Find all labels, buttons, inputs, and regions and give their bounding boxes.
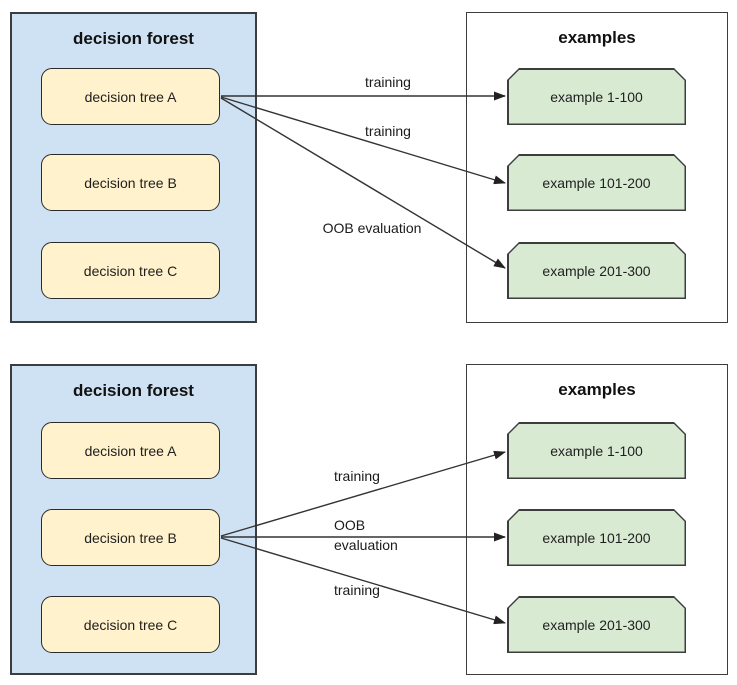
arrow-label-training-bottom-1: training — [334, 468, 380, 484]
example-node-201-300-bottom: example 201-300 — [507, 596, 686, 653]
tree-node-b-top: decision tree B — [41, 154, 220, 211]
tree-node-c-bottom: decision tree C — [41, 596, 220, 653]
forest-title-top: decision forest — [73, 29, 194, 48]
example-node-1-100-bottom: example 1-100 — [507, 422, 686, 479]
example-node-label: example 1-100 — [509, 424, 685, 478]
arrow-label-training-bottom-2: training — [334, 582, 380, 598]
example-node-label: example 101-200 — [509, 511, 685, 565]
example-node-201-300-top: example 201-300 — [507, 242, 686, 299]
tree-node-c-top: decision tree C — [41, 242, 220, 299]
example-node-label: example 201-300 — [509, 598, 685, 652]
examples-title-top: examples — [558, 28, 636, 47]
arrow-treeA-ex3 — [220, 97, 506, 269]
example-node-101-200-top: example 101-200 — [507, 154, 686, 211]
forest-title-bottom: decision forest — [73, 381, 194, 400]
tree-node-a-bottom: decision tree A — [41, 422, 220, 479]
examples-title-bottom: examples — [558, 380, 636, 399]
arrow-label-oob-evaluation-top: OOB evaluation — [322, 220, 422, 236]
tree-node-b-bottom: decision tree B — [41, 509, 220, 566]
example-node-label: example 101-200 — [509, 156, 685, 210]
example-node-label: example 201-300 — [509, 244, 685, 298]
example-node-label: example 1-100 — [509, 70, 685, 124]
tree-node-a-top: decision tree A — [41, 68, 220, 125]
arrow-label-oob-evaluation-bottom: OOB evaluation — [334, 517, 398, 553]
arrow-label-training-top-2: training — [365, 123, 411, 139]
example-node-1-100-top: example 1-100 — [507, 68, 686, 125]
arrow-label-training-top-1: training — [365, 74, 411, 90]
example-node-101-200-bottom: example 101-200 — [507, 509, 686, 566]
arrow-treeA-ex2 — [220, 96, 506, 185]
